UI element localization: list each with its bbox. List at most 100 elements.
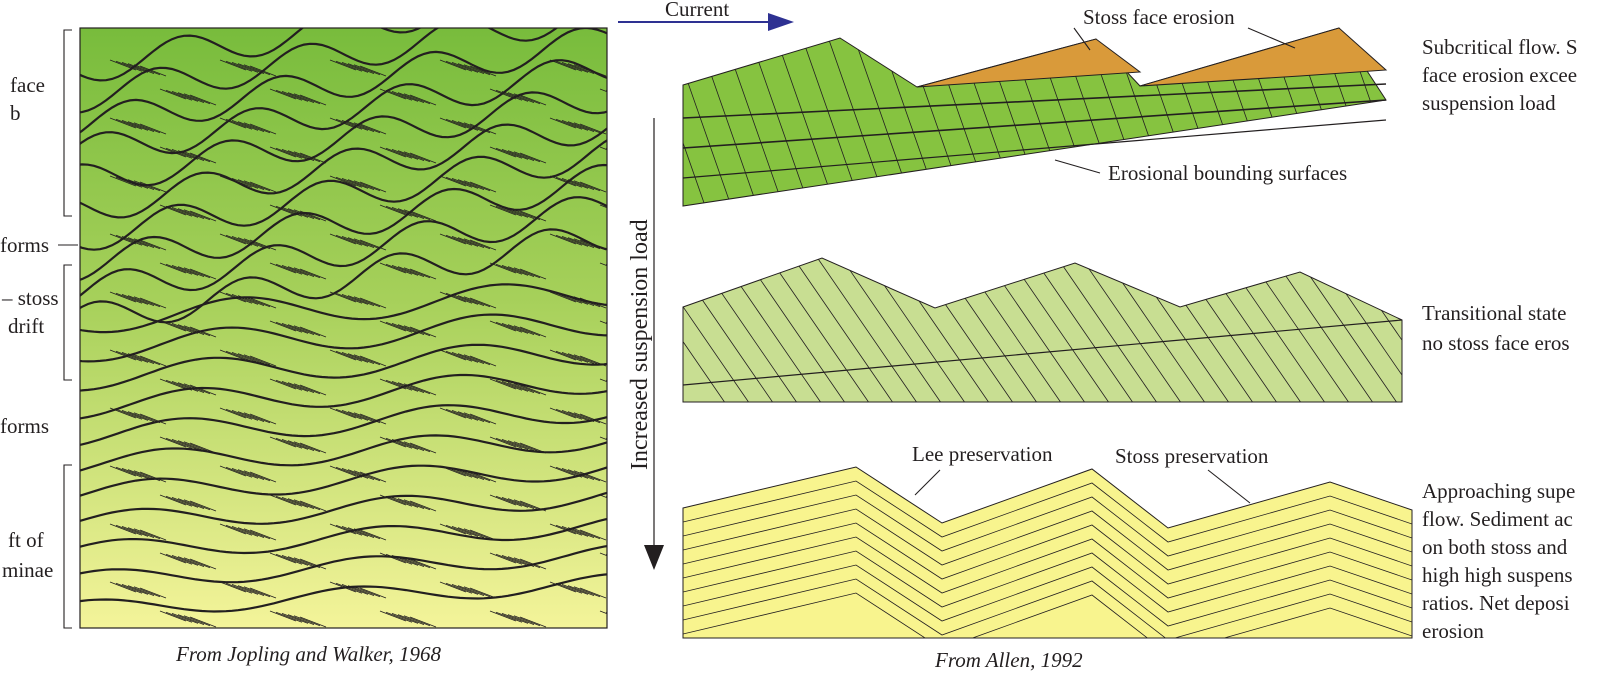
foreset-lamina: [335, 176, 363, 188]
supercritical-lamina: [683, 592, 1412, 638]
foreset-lamina: [231, 120, 259, 131]
foreset-lamina: [121, 294, 149, 305]
foreset-lamina: [489, 552, 517, 564]
transitional-foreset: [1387, 258, 1402, 402]
foreset-lamina: [231, 62, 259, 73]
foreset-lamina: [379, 204, 407, 216]
foreset-lamina: [159, 436, 187, 448]
set-boundary: [80, 28, 422, 82]
set-boundary: [80, 373, 607, 420]
foreset-lamina: [281, 497, 309, 508]
supercritical-lamina: [683, 494, 1412, 557]
foreset-lamina: [612, 613, 638, 623]
foreset-lamina: [495, 553, 523, 565]
panel-transitional: Transitional state no stoss face eros: [682, 250, 1570, 410]
foreset-lamina: [281, 555, 309, 566]
foreset-lamina: [457, 179, 485, 190]
foreset-lamina: [605, 495, 607, 498]
foreset-lamina: [409, 616, 437, 628]
bracket-middle: [63, 264, 72, 381]
foreset-lamina: [299, 326, 327, 338]
suspension-arrow-head: [644, 545, 664, 570]
foreset-lamina: [513, 615, 541, 627]
foreset-lamina: [237, 63, 265, 74]
foreset-lamina: [121, 468, 149, 479]
foreset-lamina: [463, 296, 491, 308]
foreset-lamina: [359, 123, 387, 135]
foreset-lamina: [489, 378, 517, 390]
foreset-lamina: [121, 526, 149, 537]
foreset-lamina: [457, 295, 485, 306]
foreset-lamina: [573, 470, 601, 482]
foreset-lamina: [115, 234, 143, 246]
foreset-lamina: [275, 321, 303, 333]
foreset-lamina: [249, 123, 277, 135]
foreset-lamina: [573, 528, 601, 540]
foreset-lamina: [391, 613, 419, 624]
foreset-lamina: [624, 94, 650, 104]
set-boundary: [80, 434, 607, 472]
foreset-lamina: [579, 587, 607, 599]
transitional-foreset: [1051, 258, 1163, 402]
foreset-lamina: [445, 408, 473, 420]
foreset-lamina: [231, 584, 259, 595]
foreset-lamina: [612, 207, 638, 217]
foreset-lamina: [549, 581, 577, 593]
set-boundary: [80, 313, 607, 363]
foreset-lamina: [269, 88, 297, 100]
foreset-lamina: [275, 263, 303, 275]
supercritical-laminae: [683, 480, 1412, 638]
label-stoss-erosion-1: face: [10, 73, 45, 97]
foreset-lamina: [219, 581, 247, 593]
foreset-lamina: [183, 93, 211, 105]
foreset-lamina: [281, 149, 309, 160]
suspension-label: Increased suspension load: [627, 219, 653, 470]
foreset-lamina: [115, 466, 143, 478]
foreset-lamina: [630, 153, 656, 163]
foreset-lamina: [513, 557, 541, 569]
foreset-lamina: [489, 146, 517, 158]
transitional-foreset: [1436, 250, 1546, 410]
callout-lee-preservation: Lee preservation: [912, 442, 1053, 466]
foreset-lamina: [243, 180, 271, 192]
foreset-lamina: [397, 208, 425, 219]
foreset-lamina: [451, 410, 479, 421]
foreset-lamina: [165, 263, 193, 275]
foreset-lamina: [391, 207, 419, 218]
leader-stoss-preservation: [1207, 469, 1251, 504]
foreset-lamina: [561, 526, 589, 537]
set-boundary: [80, 28, 607, 134]
foreset-lamina: [379, 262, 407, 274]
foreset-lamina: [463, 528, 491, 540]
foreset-lamina: [561, 352, 589, 363]
foreset-lamina: [579, 529, 607, 541]
foreset-lamina: [359, 355, 387, 367]
foreset-lamina: [237, 585, 265, 596]
foreset-lamina: [243, 412, 271, 424]
panel-subcritical: Stoss face erosion Erosional bounding su…: [682, 5, 1578, 207]
foreset-lamina: [183, 325, 211, 337]
foreset-lamina: [139, 297, 167, 309]
foreset-lamina: [513, 325, 541, 337]
foreset-lamina: [219, 407, 247, 419]
foreset-lamina: [561, 584, 589, 595]
foreset-lamina: [335, 350, 363, 362]
foreset-lamina: [165, 495, 193, 507]
transitional-bedform-body: [682, 257, 1403, 403]
foreset-lamina: [243, 122, 271, 134]
foreset-lamina: [549, 291, 577, 303]
bracket-bottom: [63, 464, 72, 629]
label-stoss-drift-2: drift: [8, 314, 44, 338]
foreset-lamina: [335, 466, 363, 478]
foreset-lamina: [139, 65, 167, 77]
foreset-lamina: [231, 468, 259, 479]
foreset-lamina: [299, 500, 327, 512]
foreset-lamina: [341, 526, 369, 537]
foreset-lamina: [439, 175, 467, 187]
supercritical-lamina: [683, 522, 1412, 585]
foreset-lamina: [599, 494, 607, 499]
set-boundary: [80, 544, 607, 584]
foreset-lamina: [341, 584, 369, 595]
foreset-lamina: [445, 176, 473, 188]
leader-stoss-2: [1247, 27, 1296, 49]
